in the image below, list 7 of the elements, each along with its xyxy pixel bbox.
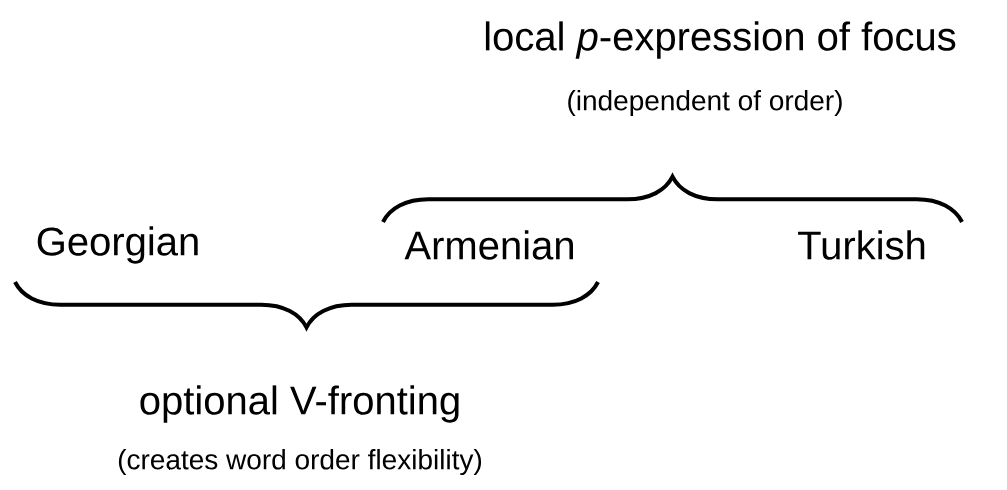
language-label: Turkish bbox=[798, 230, 925, 260]
note-text: (creates word order flexibility) bbox=[118, 448, 482, 476]
heading-text: local p-expression of focus bbox=[485, 21, 956, 59]
note-text: (independent of order) bbox=[568, 89, 842, 117]
language-label: Georgian bbox=[37, 226, 198, 264]
heading-text: optional V-fronting bbox=[140, 385, 459, 423]
language-label: Armenian bbox=[404, 230, 573, 260]
